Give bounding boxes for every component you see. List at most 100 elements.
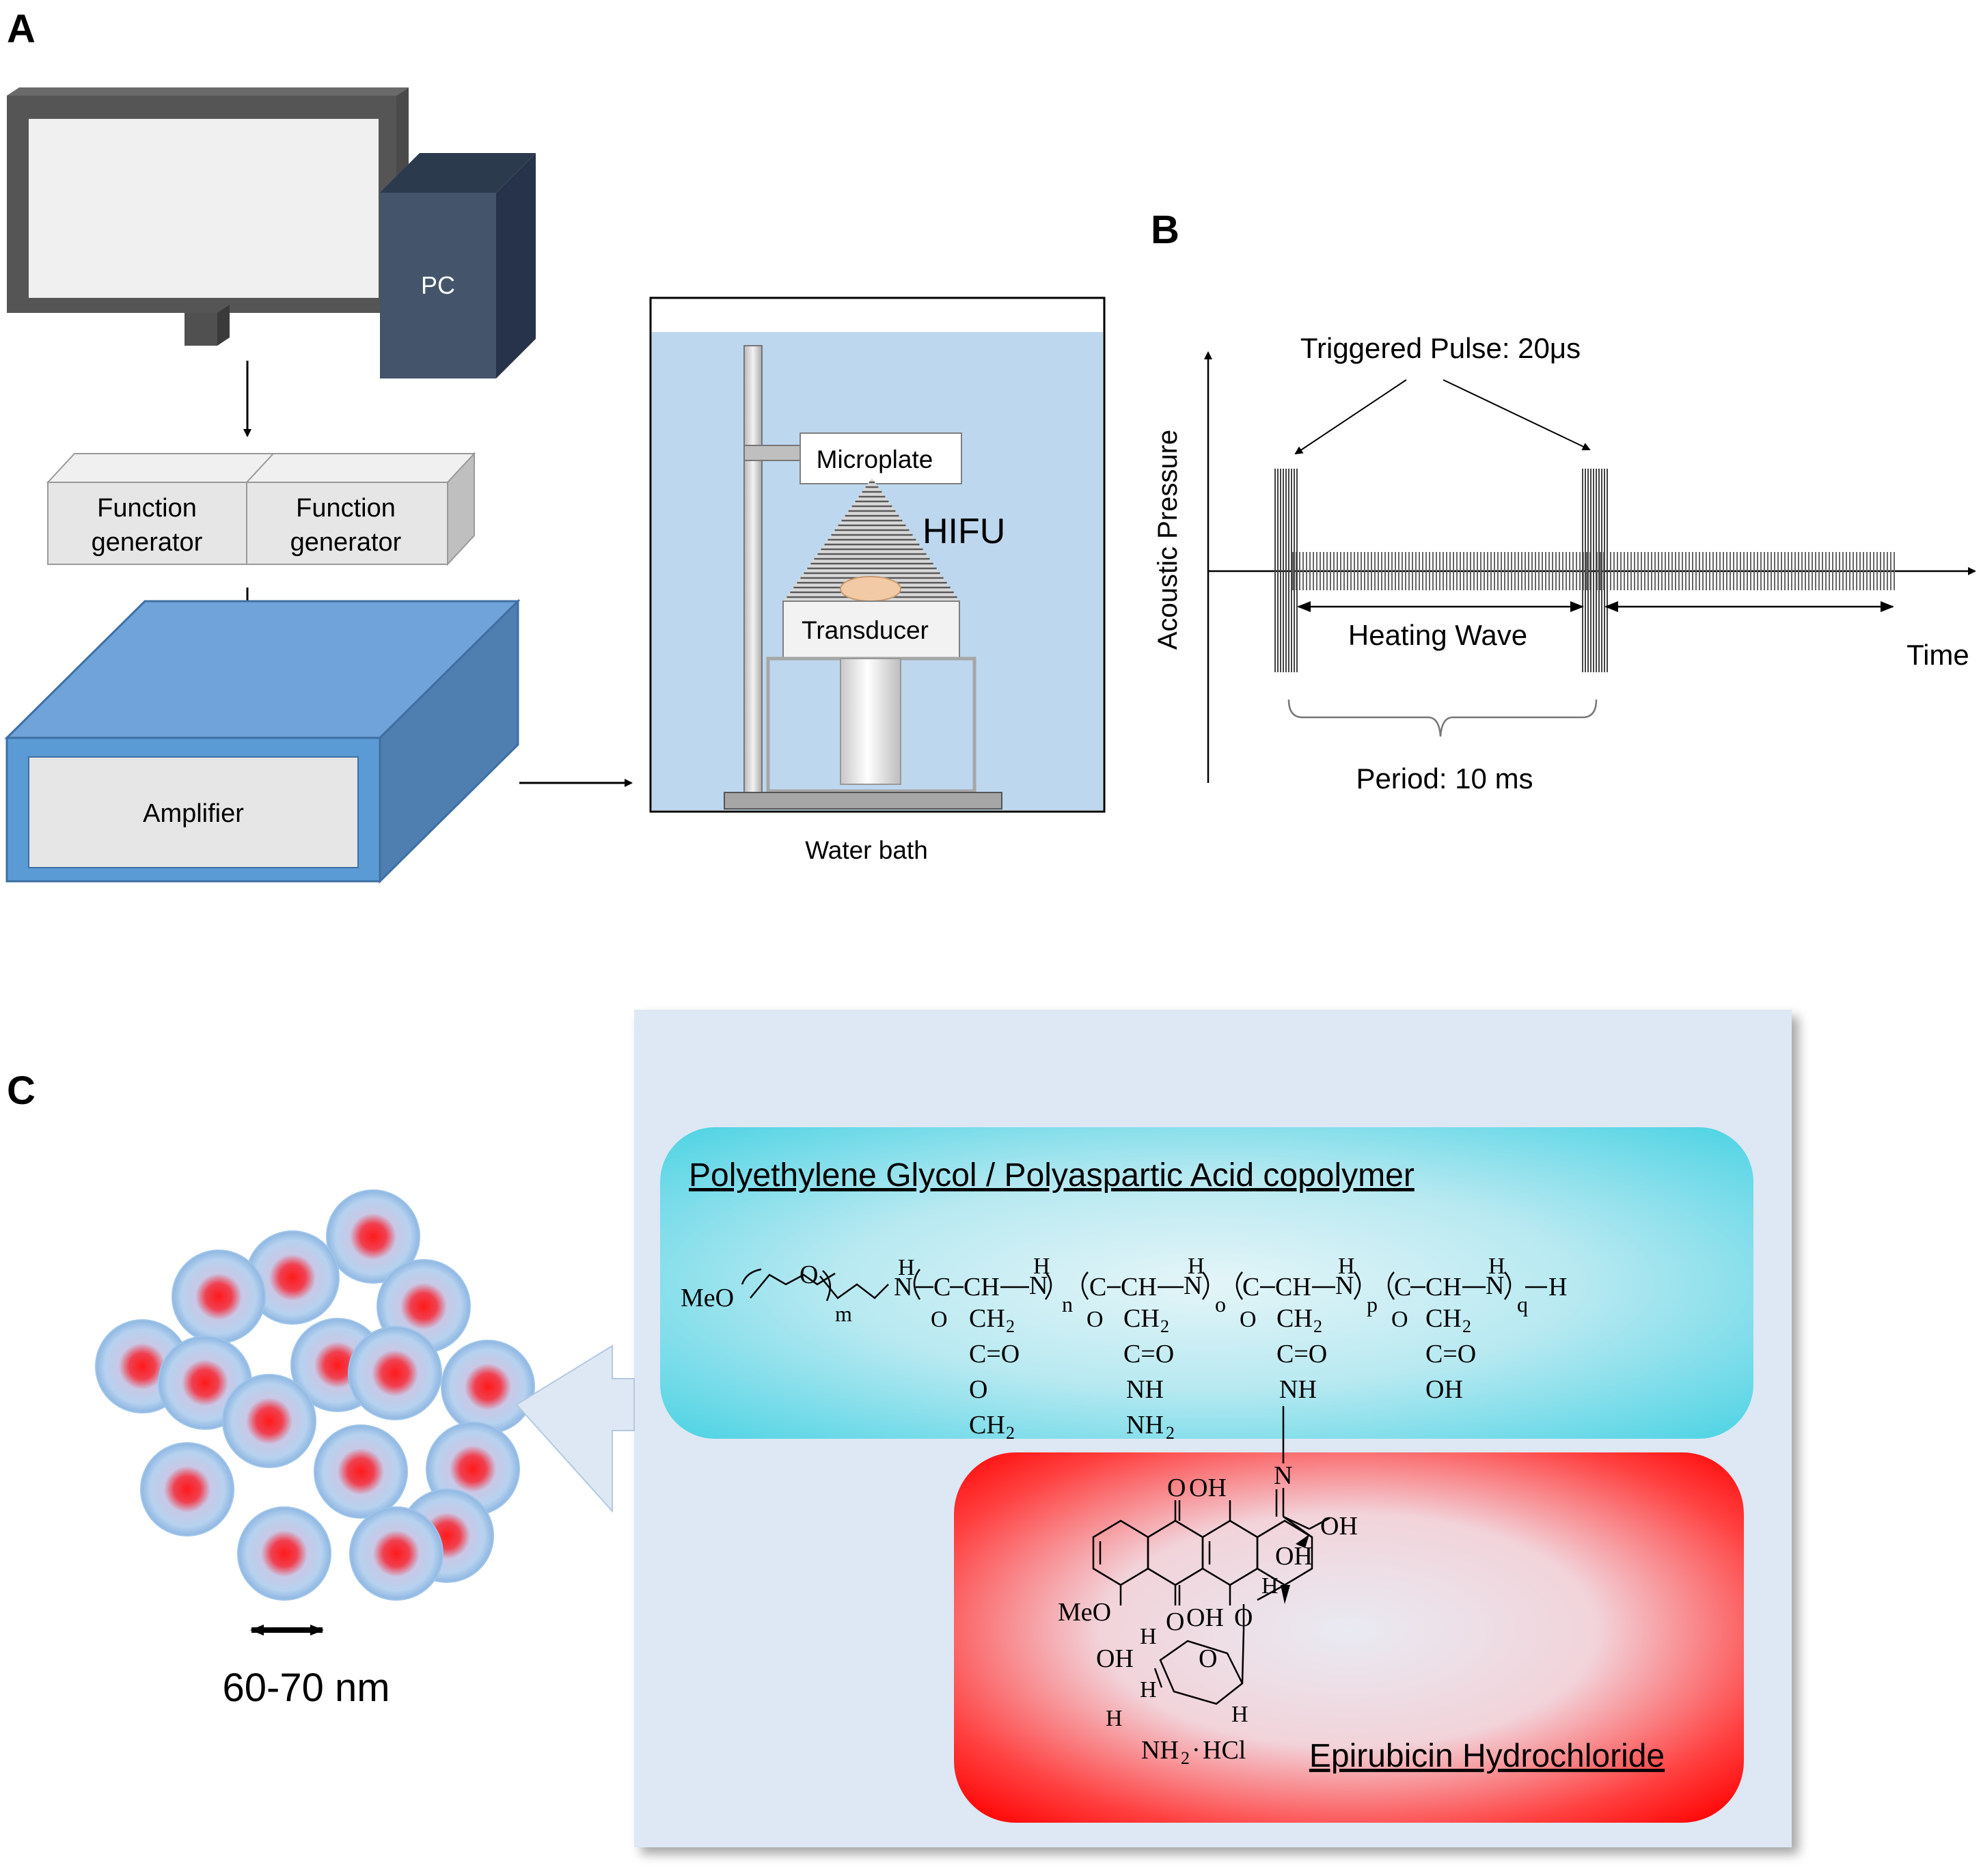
micelle (348, 1326, 442, 1420)
formula-ester-o: O (969, 1375, 987, 1404)
formula-nh-2: NH (1126, 1375, 1164, 1404)
x-axis-label: Time (1907, 639, 1969, 671)
micelle (140, 1442, 234, 1536)
formula-sub2-4: 2 (1462, 1316, 1471, 1336)
formula-ch1: CH (964, 1273, 1000, 1301)
function-generator-2-label-line1: Function (296, 494, 396, 523)
formula-n5: N (1486, 1271, 1504, 1300)
formula-ch2-2: CH (1123, 1304, 1160, 1333)
formula-c2: C (1089, 1273, 1106, 1301)
epi-h-2: H (1140, 1624, 1157, 1649)
epi-h-4: H (1106, 1706, 1123, 1731)
size-label: 60-70 nm (222, 1666, 390, 1710)
epi-ring-o: O (1199, 1644, 1217, 1673)
transducer-lens (840, 576, 901, 602)
formula-sub2-1: 2 (1006, 1316, 1015, 1336)
transducer-cylinder (840, 658, 901, 785)
formula-o: O (800, 1260, 818, 1289)
microplate (800, 432, 962, 484)
function-generator-1-label-line1: Function (97, 494, 197, 523)
epi-oh-4: OH (1275, 1542, 1313, 1571)
function-generators: Function generator Function generator (46, 452, 476, 566)
monitor-stand (185, 313, 217, 346)
function-generator-1 (47, 482, 247, 565)
epi-oh-1: OH (1189, 1474, 1227, 1502)
formula-ceqo-1: C=O (969, 1340, 1020, 1368)
formula-ch2-4: CH (1425, 1304, 1462, 1333)
micelle (314, 1424, 408, 1519)
formula-h-end: H (1548, 1273, 1567, 1301)
formula-ceqo-3: C=O (1276, 1340, 1327, 1368)
formula-sub2-ester: 2 (1006, 1423, 1015, 1443)
zoom-arrow (515, 1344, 635, 1513)
hifu-label: HIFU (923, 512, 1005, 551)
epirubicin-formula: N O OH O OH O (1058, 1461, 1358, 1768)
formula-o4: O (1391, 1307, 1408, 1332)
epi-o-1: O (1167, 1474, 1186, 1502)
water-bath: Microplate HIFU Transducer (649, 296, 1106, 813)
micelle (172, 1250, 266, 1344)
drug-title: Epirubicin Hydrochloride (1309, 1738, 1665, 1774)
epi-oh-2: OH (1186, 1603, 1224, 1632)
formula-n2: N (1029, 1271, 1048, 1300)
formula-n3: N (1184, 1271, 1202, 1300)
epi-nh2-sub: 2 (1181, 1748, 1190, 1768)
formula-o3: O (1240, 1307, 1257, 1332)
pc-label: PC (421, 271, 455, 299)
epi-h-5: H (1231, 1702, 1248, 1727)
epi-h-3: H (1140, 1677, 1157, 1702)
amplifier-label: Amplifier (143, 799, 244, 828)
formula-nh2-2: NH (1126, 1411, 1164, 1439)
formula-sub-m: m (835, 1301, 852, 1326)
period-brace (1287, 699, 1598, 737)
formula-h3: H (1188, 1254, 1205, 1279)
formula-ch2-3: CH (1276, 1304, 1313, 1333)
formula-n1: N (894, 1273, 912, 1301)
pc-tower: PC (380, 153, 536, 378)
period-label: Period: 10 ms (1356, 762, 1533, 795)
formula-o2: O (1087, 1307, 1104, 1332)
formula-h4: H (1338, 1254, 1355, 1279)
formula-ceqo-4: C=O (1425, 1340, 1476, 1368)
micelle (326, 1189, 420, 1284)
formula-n4: N (1335, 1271, 1354, 1300)
epi-n-atom: N (1274, 1461, 1292, 1490)
epi-oh-5: OH (1096, 1644, 1134, 1673)
micelle-cluster (95, 1189, 535, 1601)
formula-sub-q: q (1517, 1292, 1528, 1316)
formula-ch2-ester: CH (969, 1411, 1005, 1439)
formula-c3: C (1242, 1273, 1259, 1301)
pulse-arrow-left (1294, 379, 1407, 455)
micelle (441, 1340, 535, 1434)
function-generator-2-label-line2: generator (290, 528, 402, 557)
epi-dot: · (1192, 1736, 1201, 1765)
water-bath-label: Water bath (805, 836, 928, 864)
epi-h-1: H (1261, 1573, 1279, 1599)
panel-label-c: C (7, 1068, 36, 1113)
formula-sub-p: p (1367, 1292, 1378, 1316)
stand-pole (743, 345, 763, 796)
transducer (782, 601, 960, 659)
formula-ch2-1: CH (969, 1304, 1005, 1333)
formula-oh-4: OH (1425, 1375, 1463, 1404)
function-generator-2 (246, 482, 448, 565)
formula-ch4: CH (1425, 1273, 1462, 1301)
transducer-label: Transducer (802, 616, 929, 644)
stand-arm (743, 445, 801, 461)
formula-o1: O (931, 1307, 948, 1332)
monitor-screen (29, 119, 379, 298)
formula-ch3: CH (1275, 1273, 1311, 1301)
polymer-title: Polyethylene Glycol / Polyaspartic Acid … (689, 1157, 1415, 1194)
heating-wave-label: Heating Wave (1348, 619, 1527, 651)
formula-c4: C (1394, 1273, 1411, 1301)
micelle (222, 1374, 316, 1468)
microplate-label: Microplate (817, 445, 933, 473)
epi-nh2: NH (1141, 1736, 1179, 1765)
epi-oh-3: OH (1320, 1512, 1358, 1541)
micelle (349, 1506, 443, 1601)
epi-o-3: O (1234, 1603, 1253, 1632)
stand-base (724, 792, 1002, 810)
polymer-box (660, 1127, 1753, 1439)
